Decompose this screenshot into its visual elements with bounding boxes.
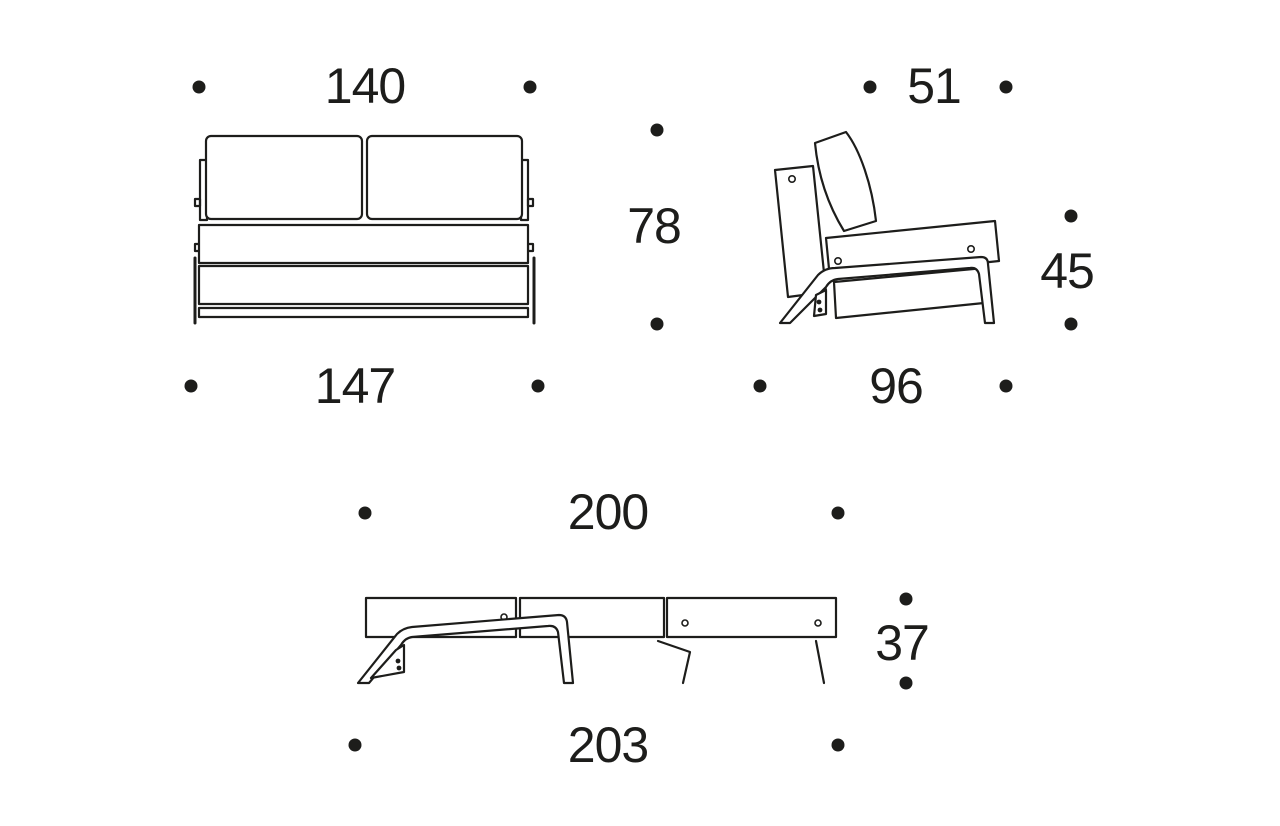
dim-dot-37-bottom [899, 676, 913, 690]
side-seat-height-label: 45 [1040, 243, 1095, 299]
dim-dot-200-right [831, 506, 845, 520]
dim-dot-51-left [863, 80, 877, 94]
dim-dot-147-right [531, 379, 545, 393]
bed-length-top-label: 200 [567, 484, 649, 540]
front-seat [197, 223, 530, 265]
dim-dot-140-left [192, 80, 206, 94]
front-back-cushion-right [365, 134, 524, 221]
dim-dot-140-right [523, 80, 537, 94]
bed-length-bottom-label: 203 [567, 717, 649, 773]
front-right-knob [526, 197, 535, 208]
front-base-rail [197, 306, 530, 319]
side-headrest [813, 130, 878, 233]
bed-hole-3 [814, 619, 822, 627]
front-back-cushion-left [204, 134, 364, 221]
dim-dot-37-top [899, 592, 913, 606]
side-depth-bottom-label: 96 [869, 358, 924, 414]
bed-view-sofa [356, 596, 838, 685]
dimension-markers [184, 80, 1078, 752]
dim-dot-96-right [999, 379, 1013, 393]
dim-dot-200-left [358, 506, 372, 520]
bed-end-leg [814, 639, 826, 685]
side-depth-top-label: 51 [907, 58, 962, 114]
dim-dot-45-top [1064, 209, 1078, 223]
side-bolt-1 [816, 299, 822, 305]
dim-dot-78-bottom [650, 317, 664, 331]
bed-bracket [369, 643, 406, 680]
front-left-knob [193, 197, 202, 208]
dim-dot-45-bottom [1064, 317, 1078, 331]
side-seat-hole-right [966, 245, 975, 254]
side-arm-frame [778, 255, 996, 325]
dim-dot-203-right [831, 738, 845, 752]
side-view-sofa [773, 130, 1001, 325]
front-base [197, 264, 530, 306]
bed-height-label: 37 [875, 615, 930, 671]
side-back-hole [787, 175, 796, 184]
dim-dot-147-left [184, 379, 198, 393]
bed-bolt-1 [395, 658, 401, 664]
bed-block-right [665, 596, 838, 639]
dim-dot-203-left [348, 738, 362, 752]
bed-middle-leg [656, 639, 692, 685]
front-view-sofa [193, 134, 536, 325]
bed-arm-frame [356, 613, 575, 685]
front-width-bottom-label: 147 [314, 358, 396, 414]
side-seat-hole-left [833, 256, 842, 265]
dim-dot-96-left [753, 379, 767, 393]
front-height-label: 78 [627, 198, 682, 254]
dim-dot-51-right [999, 80, 1013, 94]
front-width-top-label: 140 [324, 58, 406, 114]
bed-hole-2 [681, 619, 689, 627]
bed-bolt-2 [396, 665, 402, 671]
side-bolt-2 [817, 307, 823, 313]
dim-dot-78-top [650, 123, 664, 137]
